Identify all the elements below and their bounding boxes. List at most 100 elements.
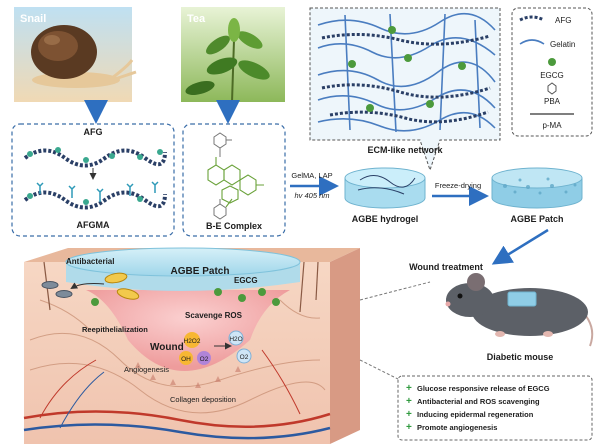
egcg-release-label: EGCG <box>234 276 258 285</box>
vein <box>23 423 331 440</box>
svg-text:EGCG: EGCG <box>540 71 564 80</box>
h2o2-bubble <box>184 332 200 348</box>
callout-line <box>359 281 431 301</box>
agbe-patch-applied: AGBE Patch <box>65 247 301 291</box>
snail-photo: Snail <box>14 7 137 102</box>
svg-text:O2: O2 <box>200 356 209 363</box>
oxygen-bubble <box>236 348 252 364</box>
patch-bottom-label: AGBE Patch <box>171 266 230 277</box>
callout-line <box>359 359 401 381</box>
tea-label: Tea <box>187 13 206 25</box>
afg-strands <box>321 32 491 124</box>
tea-leaf <box>238 60 270 80</box>
oh-bubble <box>179 351 193 365</box>
hydrogel-label: AGBE hydrogel <box>352 214 419 224</box>
check-icon: + <box>406 383 412 394</box>
svg-text:GelMA, LAP: GelMA, LAP <box>291 171 332 180</box>
snail-label: Snail <box>20 13 46 25</box>
water-bubble <box>228 330 244 346</box>
patch-top-label: AGBE Patch <box>510 214 563 224</box>
tea-leaf <box>206 57 238 75</box>
scavenge-label: Scavenge ROS <box>185 311 243 320</box>
artery <box>23 410 331 428</box>
benefit-item: + Inducing epidermal regeneration <box>406 409 534 420</box>
afg-afgma-panel: AFG AFGMA <box>11 123 175 237</box>
ros-species: H2O2 OH O2 H2O O2 <box>179 330 252 365</box>
svg-text:H2O: H2O <box>229 336 242 343</box>
benefit-item: + Promote angiogenesis <box>406 422 497 433</box>
wound-label: Wound <box>150 342 184 353</box>
egcg-structure <box>207 157 264 208</box>
svg-text:OH: OH <box>181 356 191 363</box>
svg-text:Antibacterial and ROS scavengi: Antibacterial and ROS scavenging <box>417 397 540 406</box>
ecm-network-panel: ECM-like network <box>309 7 501 172</box>
be-complex-label: B-E Complex <box>206 221 262 231</box>
mouse-head <box>446 283 494 317</box>
benefit-item: + Glucose responsive release of EGCG <box>406 383 550 394</box>
mouse-tail <box>585 315 594 347</box>
skin-cross-section <box>23 248 360 444</box>
mouse-body <box>472 288 588 336</box>
freeze-drying-arrow: Freeze-drying <box>432 181 489 206</box>
svg-text:Freeze-drying: Freeze-drying <box>435 181 481 190</box>
legend-panel: AFG Gelatin EGCG PBA p-MA <box>511 7 593 137</box>
tea-leaf <box>206 35 230 55</box>
mouse-label: Diabetic mouse <box>487 352 554 362</box>
gelatin-fibers <box>317 12 496 133</box>
bacteria-group: Antibacterial <box>41 257 140 300</box>
mouse-ear <box>467 273 485 291</box>
released-egcg <box>91 288 280 306</box>
svg-text:O2: O2 <box>240 354 249 361</box>
check-icon: + <box>406 409 412 420</box>
superoxide-bubble <box>197 351 211 365</box>
reepith-label: Reepithelialization <box>82 325 148 334</box>
mouse-nose <box>445 301 451 307</box>
svg-text:AFG: AFG <box>555 16 571 25</box>
wound-bed <box>86 290 290 371</box>
afg-label: AFG <box>84 127 103 137</box>
mouse-eye <box>457 293 463 299</box>
antibacterial-label: Antibacterial <box>66 257 114 266</box>
legend-pba: PBA <box>544 82 561 106</box>
legend-gelatin: Gelatin <box>519 39 575 49</box>
treatment-arrow <box>491 228 549 265</box>
bacterium <box>104 272 128 284</box>
methacrylate-groups <box>36 181 159 202</box>
svg-text:p-MA: p-MA <box>542 121 562 130</box>
mouse-patch <box>507 291 537 307</box>
afgma-label: AFGMA <box>77 220 110 230</box>
bacterium <box>116 288 140 300</box>
pba-structure <box>213 132 232 220</box>
diabetic-mouse <box>445 273 594 347</box>
legend-egcg: EGCG <box>540 58 564 80</box>
afg-chain <box>23 148 167 168</box>
collagen-label: Collagen deposition <box>170 395 236 404</box>
svg-text:Inducing epidermal regeneratio: Inducing epidermal regeneration <box>417 410 534 419</box>
photocrosslink-arrow: GelMA, LAP hv 405 nm <box>290 171 339 200</box>
angio-label: Angiogenesis <box>124 365 169 374</box>
tea-bud <box>228 18 240 42</box>
wound-treatment-label: Wound treatment <box>409 262 483 272</box>
afg-beads <box>27 147 163 163</box>
tea-leaf <box>237 31 263 49</box>
skin-side-face <box>330 248 360 444</box>
check-icon: + <box>406 396 412 407</box>
check-icon: + <box>406 422 412 433</box>
svg-text:Promote angiogenesis: Promote angiogenesis <box>417 423 497 432</box>
afgma-chain <box>23 190 167 210</box>
agbe-patch-top: AGBE Patch <box>491 167 583 224</box>
network-egcg <box>348 26 466 112</box>
legend-afg: AFG <box>519 15 571 25</box>
svg-text:H2O2: H2O2 <box>184 338 201 345</box>
benefit-item: + Antibacterial and ROS scavenging <box>406 396 540 407</box>
svg-text:PBA: PBA <box>544 97 561 106</box>
agbe-hydrogel: AGBE hydrogel <box>344 167 426 224</box>
benefits-box: + Glucose responsive release of EGCG + A… <box>397 375 593 441</box>
svg-text:Gelatin: Gelatin <box>550 40 575 49</box>
dead-bacterium <box>55 290 73 298</box>
tea-photo: Tea <box>181 7 285 103</box>
svg-text:Glucose responsive release of: Glucose responsive release of EGCG <box>417 384 550 393</box>
svg-text:hv 405 nm: hv 405 nm <box>294 191 329 200</box>
